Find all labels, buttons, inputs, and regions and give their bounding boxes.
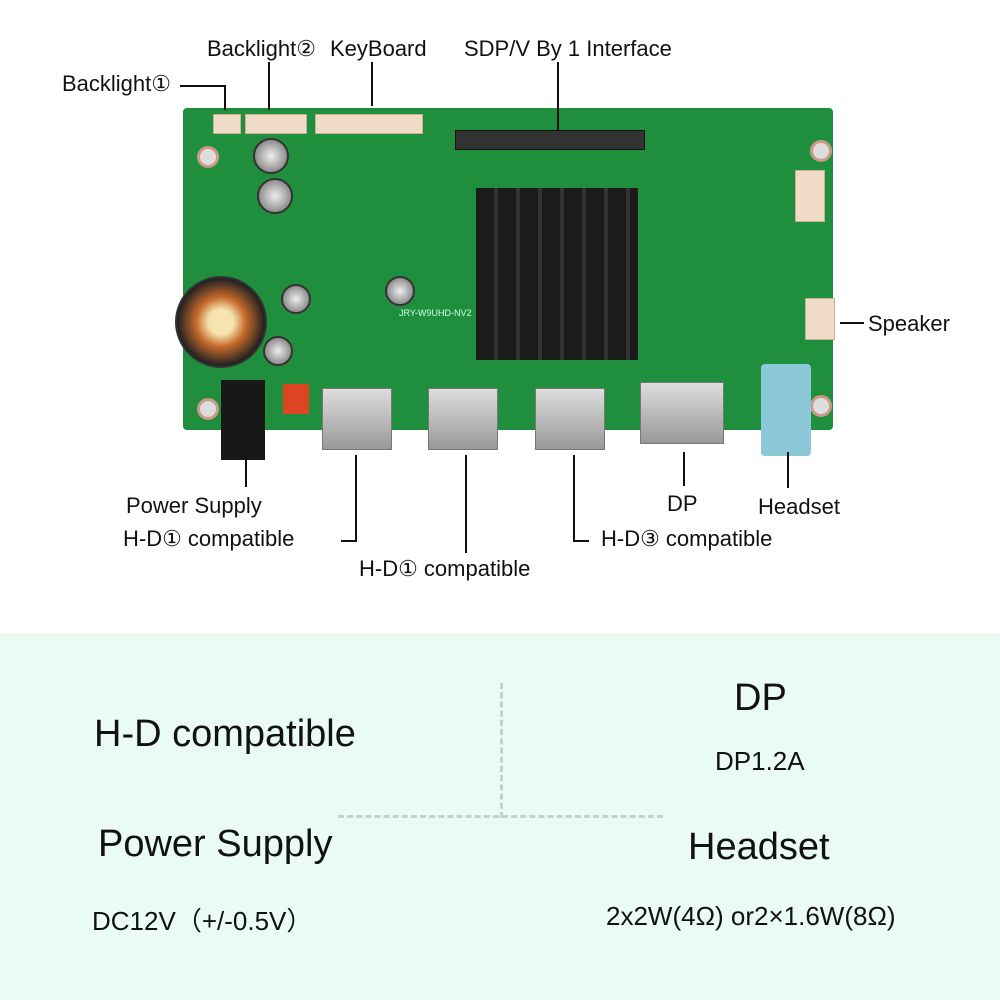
label-dp: DP [667, 491, 698, 516]
hdmi-port-3 [535, 388, 605, 450]
spec-dp-title: DP [734, 677, 787, 719]
mount-hole [197, 398, 219, 420]
spec-headset-title: Headset [688, 826, 830, 868]
spec-hd-title: H-D compatible [94, 713, 356, 755]
dp-port [640, 382, 724, 444]
spec-power-title: Power Supply [98, 823, 333, 865]
aux-connector [795, 170, 825, 222]
pcb-board: JRY-W9UHD-NV2 [175, 108, 835, 460]
capacitor [281, 284, 311, 314]
capacitor [253, 138, 289, 174]
label-backlight1: Backlight① [62, 71, 171, 96]
hdmi-port-2 [428, 388, 498, 450]
mount-hole [810, 140, 832, 162]
label-speaker: Speaker [868, 311, 950, 336]
label-backlight2: Backlight② [207, 36, 316, 61]
red-connector [283, 384, 309, 414]
capacitor [257, 178, 293, 214]
capacitor [385, 276, 415, 306]
spec-panel: H-D compatible DP DP1.2A Power Supply DC… [0, 633, 1000, 1000]
label-keyboard: KeyBoard [330, 36, 427, 61]
lvds-connector [455, 130, 645, 150]
capacitor [263, 336, 293, 366]
hdmi-port-1 [322, 388, 392, 450]
spec-headset-value: 2x2W(4Ω) or2×1.6W(8Ω) [606, 901, 896, 931]
mount-hole [810, 395, 832, 417]
label-headset: Headset [758, 494, 840, 519]
speaker-connector [805, 298, 835, 340]
board-model-text: JRY-W9UHD-NV2 [399, 308, 472, 318]
backlight1-connector [213, 114, 241, 134]
spec-power-value: DC12V（+/-0.5V） [92, 906, 313, 936]
label-hd1-center: H-D① compatible [359, 556, 531, 581]
power-jack [221, 380, 265, 460]
label-hd1-left: H-D① compatible [123, 526, 295, 551]
inductor-coil [175, 276, 267, 368]
label-power: Power Supply [126, 493, 262, 518]
label-sdp: SDP/V By 1 Interface [464, 36, 672, 61]
headset-jack [761, 364, 811, 456]
label-hd3: H-D③ compatible [601, 526, 773, 551]
spec-dp-value: DP1.2A [715, 746, 805, 776]
keyboard-connector [315, 114, 423, 134]
backlight2-connector [245, 114, 307, 134]
heatsink [476, 188, 638, 360]
mount-hole [197, 146, 219, 168]
